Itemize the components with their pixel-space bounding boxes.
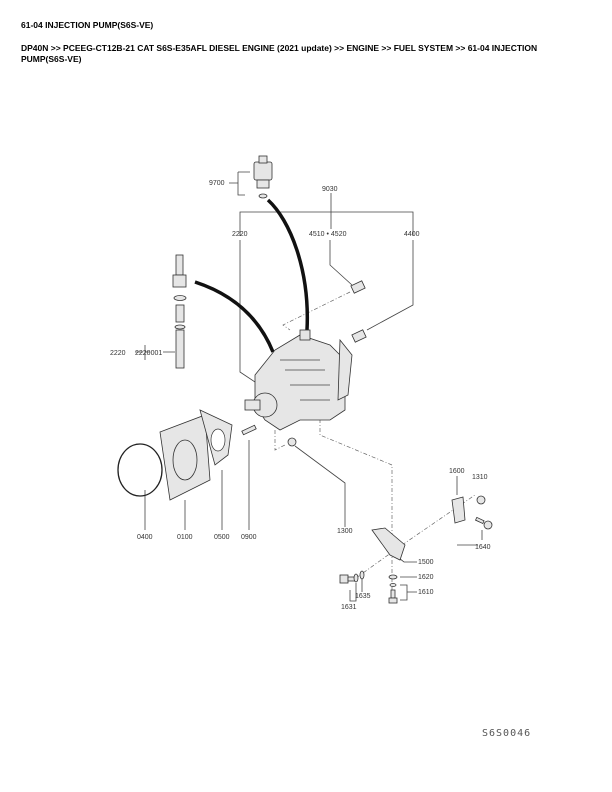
label-1610: 1610 [418,589,434,596]
label-1500: 1500 [418,559,434,566]
arrow-2220 [194,280,275,353]
part-1640-bolt [474,516,493,530]
part-0100-cover [159,414,211,501]
label-1631: 1631 [341,604,357,611]
part-4400-fitting [351,329,367,343]
part-2220-valve [172,254,187,369]
part-0500-gasket [199,409,233,466]
arrow-9700 [266,198,310,331]
label-1310: 1310 [472,474,488,481]
diagram-code: S6S0046 [482,728,531,739]
part-0900-stud [241,424,257,436]
label-9030: 9030 [322,186,338,193]
part-injection-pump-body [244,329,353,431]
label-1300: 1300 [337,528,353,535]
label-2220001: 2220001 [135,350,162,357]
part-1300-nut [287,437,297,447]
part-1310-nut [476,495,486,505]
label-0900: 0900 [241,534,257,541]
label-1600: 1600 [449,468,465,475]
leader-lines [135,171,483,602]
label-4400: 4400 [404,231,420,238]
label-4510-4520: 4510 • 4520 [309,231,347,238]
label-0100: 0100 [177,534,193,541]
part-4510-fitting [350,280,366,294]
label-2220-left: 2220 [110,350,126,357]
breadcrumb: DP40N >> PCEEG-CT12B-21 CAT S6S-E35AFL D… [21,43,538,64]
part-1600-bracket [451,496,466,524]
part-1500-bracket [371,527,406,561]
label-1620: 1620 [418,574,434,581]
part-1610-bolt [388,583,398,604]
label-0500: 0500 [214,534,230,541]
part-1635-washers [353,570,365,583]
label-0400: 0400 [137,534,153,541]
label-9700: 9700 [209,180,225,187]
part-1631-bolt [339,574,356,584]
part-1620-washer [388,574,398,580]
part-0400-o-ring [117,443,163,497]
label-1640: 1640 [475,544,491,551]
label-1635: 1635 [355,593,371,600]
part-9700-solenoid [253,155,273,199]
page-title: 61-04 INJECTION PUMP(S6S-VE) [21,20,154,30]
label-2220-top: 2220 [232,231,248,238]
